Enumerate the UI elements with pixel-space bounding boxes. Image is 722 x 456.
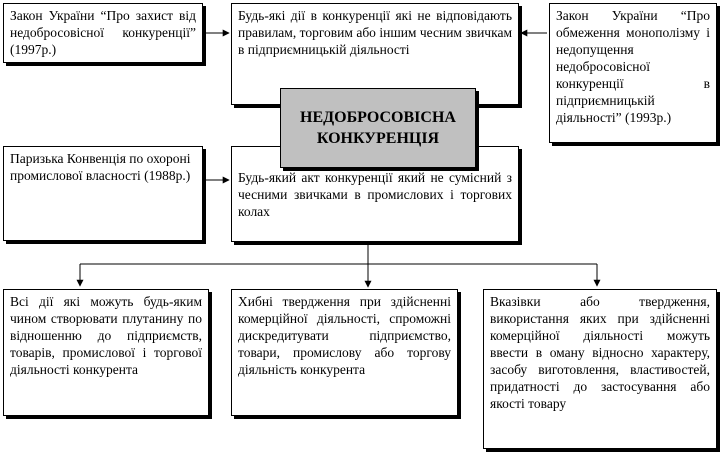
central-concept-text: НЕДОБРОСОВІСНА КОНКУРЕНЦІЯ xyxy=(300,109,456,147)
definition-top-text: Будь-які дії в конкуренції які не відпов… xyxy=(238,8,512,57)
paris-convention-text: Паризька Конвенція по охороні промислово… xyxy=(10,151,191,183)
item-confusion-box: Всі дії які можуть будь-яким чином створ… xyxy=(3,289,209,416)
law-1997-box: Закон України “Про захист від недобросов… xyxy=(3,3,203,63)
item-misleading-text: Вказівки або твердження, використання як… xyxy=(490,294,710,411)
law-1997-text: Закон України “Про захист від недобросов… xyxy=(10,8,196,57)
item-false-statements-box: Хибні твердження при здійсненні комерцій… xyxy=(231,289,458,416)
item-misleading-box: Вказівки або твердження, використання як… xyxy=(483,289,717,449)
law-1993-text: Закон України “Про обмеження монополізму… xyxy=(556,8,710,125)
central-concept-box: НЕДОБРОСОВІСНА КОНКУРЕНЦІЯ xyxy=(280,88,476,168)
definition-bottom-text: Будь-який акт конкуренції який не сумісн… xyxy=(238,170,512,219)
paris-convention-box: Паризька Конвенція по охороні промислово… xyxy=(3,146,203,241)
item-false-statements-text: Хибні твердження при здійсненні комерцій… xyxy=(238,294,451,377)
item-confusion-text: Всі дії які можуть будь-яким чином створ… xyxy=(10,294,202,377)
law-1993-box: Закон України “Про обмеження монополізму… xyxy=(549,3,717,143)
